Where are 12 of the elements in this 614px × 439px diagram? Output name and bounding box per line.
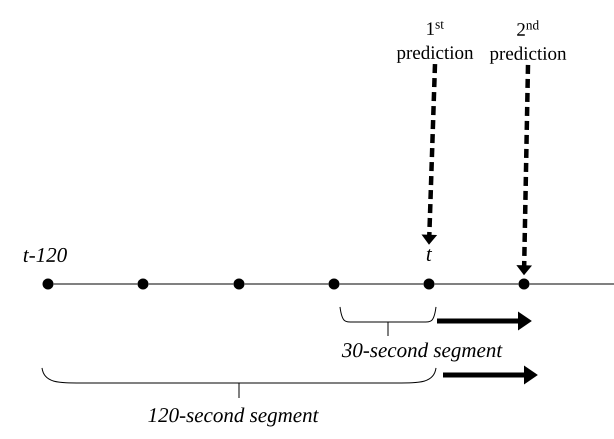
- prediction-label: 2$^{nd}$ prediction: [490, 20, 566, 64]
- prediction-label: 1$^{st}$ prediction: [396, 21, 474, 63]
- time-label: t: [426, 248, 432, 261]
- segment-label: 30-second segment: [342, 342, 503, 362]
- timeline-dot: [42, 278, 54, 290]
- timeline-dot: [138, 278, 148, 290]
- timeline-dot: [424, 278, 434, 290]
- segment-label: t-120: [24, 248, 67, 262]
- segment-label: 120-second segment: [148, 407, 319, 426]
- timeline-dot: [234, 278, 244, 290]
- timeline-dot: [518, 278, 530, 290]
- timeline-dot: [328, 278, 340, 290]
